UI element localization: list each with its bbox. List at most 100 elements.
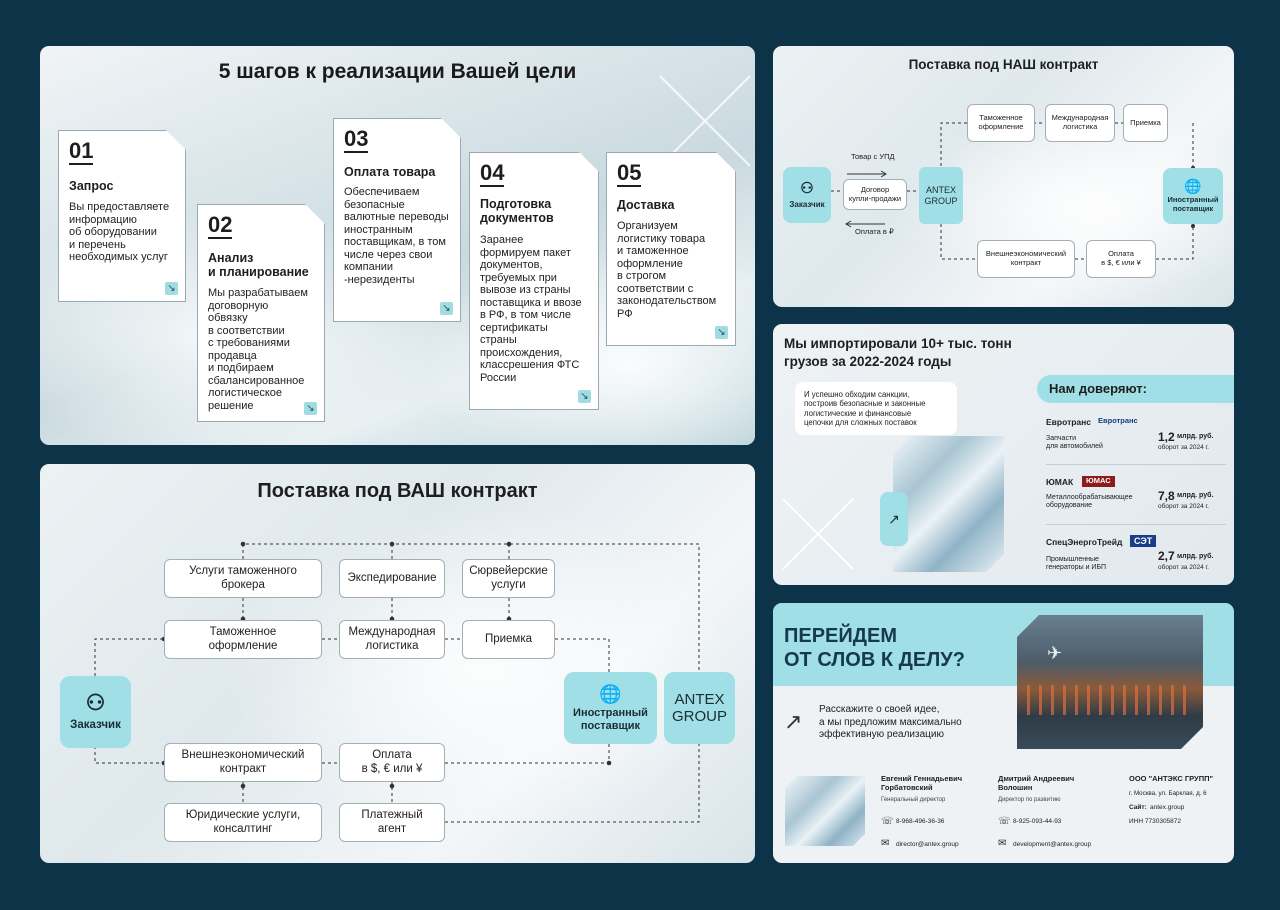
step-number: 04 [480, 161, 504, 187]
phone-icon: ☏ [881, 816, 894, 827]
forwarding-node[interactable]: Экспедирование [339, 559, 445, 598]
acceptance-node[interactable]: Приемка [462, 620, 555, 659]
client-row: ЮМАК ЮМАС Металлообрабатывающее оборудов… [1046, 474, 1226, 529]
client-desc: Промышленные генераторы и ИБП [1046, 556, 1107, 572]
arrow-icon[interactable]: ↘ [304, 402, 317, 415]
goods-label: Товар с УПД [851, 152, 895, 161]
acceptance-node[interactable]: Приемка [1123, 104, 1168, 142]
logistics-node[interactable]: Международная логистика [339, 620, 445, 659]
mail-icon: ✉ [881, 838, 890, 849]
client-unit: млрд. руб. [1177, 492, 1214, 499]
customer-node[interactable]: ⚇ Заказчик [60, 676, 131, 748]
arrow-up-right-icon[interactable]: ↗ [784, 709, 803, 734]
person-icon: ⚇ [85, 690, 106, 716]
client-logo: СЭТ [1130, 535, 1157, 548]
arrow-icon[interactable]: ↘ [715, 326, 728, 339]
client-note: оборот за 2024 г. [1158, 564, 1209, 571]
step-title: Запрос [69, 179, 114, 193]
step-text: Обеспечиваем безопасные валютные перевод… [344, 186, 449, 286]
arrow-icon[interactable]: ↘ [165, 282, 178, 295]
supplier-node[interactable]: 🌐 Иностранный поставщик [1163, 168, 1223, 224]
step-number: 03 [344, 127, 368, 153]
panel-title: Поставка под НАШ контракт [908, 57, 1099, 72]
step-title: Анализ и планирование [208, 251, 309, 280]
globe-icon: 🌐 [599, 683, 622, 704]
company-name: ООО "АНТЭКС ГРУПП" [1129, 774, 1214, 783]
cta-panel: ПЕРЕЙДЕМ ОТ СЛОВ К ДЕЛУ? ✈ ↗ Расскажите … [773, 603, 1234, 863]
customs-node[interactable]: Таможенное оформление [967, 104, 1035, 142]
customer-label: Заказчик [789, 199, 825, 209]
survey-node[interactable]: Сюрвейерские услуги [462, 559, 555, 598]
silk-decor [220, 504, 740, 834]
step-number: 01 [69, 139, 93, 165]
silk-image [785, 776, 865, 846]
agent-node[interactable]: Платежный агент [339, 803, 445, 842]
site-link[interactable]: antex.group [1150, 804, 1185, 811]
client-unit: млрд. руб. [1177, 553, 1214, 560]
step-title: Подготовка документов [480, 197, 554, 226]
your-contract-panel: Поставка под ВАШ контракт Услуги таможен… [40, 464, 755, 863]
step-card: 04 Подготовка документов Заранее формиру… [469, 152, 599, 410]
payment-node[interactable]: Оплата в $, € или ¥ [339, 743, 445, 782]
phone-icon: ☏ [998, 816, 1011, 827]
client-unit: млрд. руб. [1177, 433, 1214, 440]
contact-role: Генеральный директор [881, 797, 946, 803]
contact-card: Евгений Геннадьевич Горбатовский Генерал… [881, 774, 989, 855]
step-text: Мы разрабатываем договорную обвязку в со… [208, 287, 308, 412]
step-title: Оплата товара [344, 165, 436, 179]
airport-photo: ✈ [1017, 615, 1203, 749]
arrow-icon[interactable]: ↘ [578, 390, 591, 403]
company-inn: ИНН 7730305872 [1129, 818, 1182, 825]
client-logo: ЮМАС [1082, 476, 1115, 487]
imports-panel: Мы импортировали 10+ тыс. тонн грузов за… [773, 324, 1234, 585]
steps-panel: 5 шагов к реализации Вашей цели 01 Запро… [40, 46, 755, 445]
payment-node[interactable]: Оплата в $, € или ¥ [1086, 240, 1156, 278]
customs-node[interactable]: Таможенное оформление [164, 620, 322, 659]
step-number: 02 [208, 213, 232, 239]
sales-contract-node[interactable]: Договор купли-продажи [843, 179, 907, 210]
site-label: Сайт: [1129, 804, 1147, 811]
legal-node[interactable]: Юридические услуги, консалтинг [164, 803, 322, 842]
fec-node[interactable]: Внешнеэкономический контракт [977, 240, 1075, 278]
antex-node[interactable]: ANTEX GROUP [919, 167, 963, 224]
supplier-node[interactable]: 🌐 Иностранный поставщик [564, 672, 657, 744]
broker-node[interactable]: Услуги таможенного брокера [164, 559, 322, 598]
supplier-label: Иностранный поставщик [573, 706, 648, 732]
divider [1046, 464, 1226, 465]
client-name: ЮМАК [1046, 477, 1074, 487]
our-contract-panel: Поставка под НАШ контракт ⚇ Заказчик Тов… [773, 46, 1234, 307]
cta-text: Расскажите о своей идее, а мы предложим … [819, 704, 962, 740]
company-address: г. Москва, ул. Барклая, д. 6 [1129, 790, 1207, 797]
contact-email[interactable]: director@antex.group [896, 841, 959, 848]
customer-node[interactable]: ⚇ Заказчик [783, 167, 831, 223]
arrow-up-right-icon[interactable]: ↗ [880, 492, 908, 546]
contact-name: Евгений Геннадьевич Горбатовский [881, 774, 963, 792]
logistics-node[interactable]: Международная логистика [1045, 104, 1115, 142]
contact-role: Директор по развитию [998, 797, 1061, 803]
contact-email[interactable]: development@antex.group [1013, 841, 1092, 848]
airplane-icon: ✈ [1047, 643, 1063, 663]
step-card: 05 Доставка Организуем логистику товара … [606, 152, 736, 346]
person-icon: ⚇ [800, 179, 814, 197]
antex-node[interactable]: ANTEX GROUP [664, 672, 735, 744]
client-value: 7,8 [1158, 489, 1175, 503]
client-name: СпецЭнергоТрейд [1046, 537, 1123, 547]
cta-title: ПЕРЕЙДЕМ ОТ СЛОВ К ДЕЛУ? [784, 625, 965, 671]
step-text: Вы предоставляете информацию об оборудов… [69, 201, 170, 264]
client-value: 1,2 [1158, 430, 1175, 444]
info-bubble: И успешно обходим санкции, построив безо… [795, 382, 957, 435]
silk-image [893, 436, 1004, 572]
fec-node[interactable]: Внешнеэкономический контракт [164, 743, 322, 782]
trust-banner: Нам доверяют: [1037, 375, 1234, 403]
contact-phone[interactable]: 8-925-093-44-93 [1013, 818, 1062, 825]
client-desc: Металлообрабатывающее оборудование [1046, 494, 1133, 510]
customer-label: Заказчик [70, 719, 121, 732]
contact-name: Дмитрий Андреевич Волошин [998, 774, 1075, 792]
contact-phone[interactable]: 8-968-496-36-36 [896, 818, 945, 825]
supplier-label: Иностранный поставщик [1167, 194, 1219, 213]
client-value: 2,7 [1158, 549, 1175, 563]
mail-icon: ✉ [998, 838, 1007, 849]
divider [1046, 524, 1226, 525]
arrow-icon[interactable]: ↘ [440, 302, 453, 315]
panel-title: Мы импортировали 10+ тыс. тонн грузов за… [784, 336, 1012, 369]
